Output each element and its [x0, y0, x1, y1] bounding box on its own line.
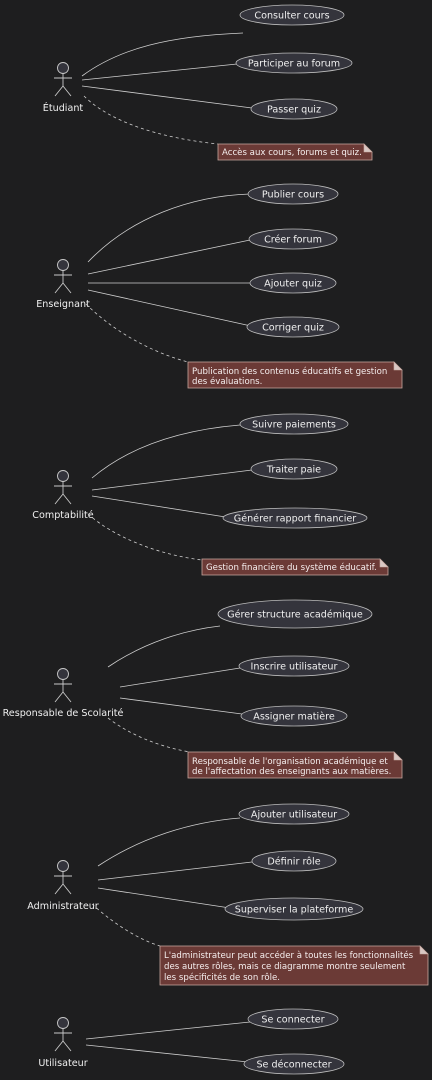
usecase-label: Ajouter quiz: [264, 279, 322, 290]
actor-group-etudiant: Étudiant Consulter cours Participer au f…: [43, 4, 373, 161]
association-line: [85, 1021, 251, 1040]
usecase: Assigner matière: [240, 705, 348, 727]
usecase: Passer quiz: [250, 98, 338, 120]
note: Responsable de l'organisation académique…: [187, 751, 403, 779]
note-text-line: Accès aux cours, forums et quiz.: [222, 147, 362, 158]
usecase: Consulter cours: [239, 4, 345, 26]
usecase-label: Corriger quiz: [262, 323, 324, 334]
note-text-line: les spécificités de son rôle.: [164, 972, 280, 983]
usecase: Traiter paie: [250, 458, 338, 480]
usecase-label: Générer rapport financier: [234, 513, 357, 525]
usecase-label: Se déconnecter: [256, 1059, 331, 1071]
usecase: Définir rôle: [251, 850, 337, 872]
actor-group-administrateur: Administrateur Ajouter utilisateur Défin…: [27, 803, 429, 986]
note: Publication des contenus éducatifs et ge…: [187, 361, 403, 389]
usecase-label: Inscrire utilisateur: [251, 662, 338, 673]
actor-label: Comptabilité: [32, 509, 93, 521]
association-line: [97, 817, 241, 867]
note: L'administrateur peut accéder à toutes l…: [159, 945, 429, 986]
usecase: Publier cours: [247, 183, 339, 205]
usecase-label: Participer au forum: [248, 59, 340, 70]
association-line: [91, 424, 241, 479]
actor-group-enseignant: Enseignant Publier cours Créer forum Ajo…: [36, 183, 403, 389]
actor-group-utilisateur: Utilisateur Se connecter Se déconnecter: [38, 1008, 345, 1075]
actor-label: Étudiant: [43, 101, 84, 114]
actor-group-responsable-scolarite: Responsable de Scolarité Gérer structure…: [3, 599, 403, 779]
association-line: [91, 469, 253, 491]
association-line: [81, 85, 253, 109]
actor-label: Administrateur: [27, 901, 99, 912]
usecase: Inscrire utilisateur: [238, 655, 350, 677]
usecase-label: Publier cours: [262, 190, 324, 201]
usecase-label: Superviser la plateforme: [235, 905, 354, 916]
usecase-label: Définir rôle: [267, 856, 320, 868]
actor-label: Utilisateur: [38, 1058, 87, 1069]
usecase: Participer au forum: [235, 52, 353, 74]
actor-label: Responsable de Scolarité: [3, 707, 124, 719]
usecase: Gérer structure académique: [217, 599, 373, 629]
actor-icon: [54, 470, 72, 505]
association-line: [87, 289, 252, 327]
usecase: Générer rapport financier: [222, 507, 368, 529]
usecase-label: Assigner matière: [253, 711, 335, 723]
note-text-line: Responsable de l'organisation académique…: [192, 756, 388, 767]
usecase: Créer forum: [248, 228, 338, 250]
association-line: [81, 63, 238, 81]
association-line: [81, 32, 244, 77]
note-connector: [87, 513, 203, 561]
association-line: [91, 495, 233, 519]
note: Gestion financière du système éducatif.: [201, 558, 389, 576]
usecase-label: Se connecter: [261, 1015, 324, 1026]
association-line: [97, 861, 253, 881]
usecase: Ajouter utilisateur: [238, 803, 350, 825]
note-text-line: des autres rôles, mais ce diagramme mont…: [164, 961, 406, 972]
usecase-label: Traiter paie: [266, 465, 321, 476]
usecase-label: Passer quiz: [267, 105, 321, 116]
note-text-line: Gestion financière du système éducatif.: [206, 562, 377, 573]
note-connector: [83, 95, 219, 145]
actor-icon: [54, 1017, 72, 1052]
note-connector: [91, 903, 161, 947]
actor-group-comptabilite: Comptabilité Suivre paiements Traiter pa…: [32, 413, 389, 576]
note-connector: [107, 717, 191, 753]
usecase: Suivre paiements: [239, 413, 349, 435]
note-connector: [85, 303, 189, 363]
association-line: [87, 239, 251, 275]
note: Accès aux cours, forums et quiz.: [217, 143, 373, 161]
usecase-label: Créer forum: [264, 234, 322, 246]
association-line: [85, 1044, 249, 1063]
usecase: Se connecter: [247, 1008, 339, 1030]
actor-icon: [54, 860, 72, 895]
note-text-line: de l'affectation des enseignants aux mat…: [192, 766, 391, 777]
association-line: [119, 697, 243, 715]
usecase-label: Gérer structure académique: [227, 609, 363, 621]
actor-label: Enseignant: [36, 299, 90, 310]
actor-icon: [54, 259, 72, 294]
actor-icon: [54, 62, 72, 97]
usecase: Superviser la plateforme: [224, 897, 364, 921]
association-line: [97, 887, 231, 909]
actor-icon: [54, 668, 72, 703]
association-line: [87, 193, 251, 263]
usecase-label: Suivre paiements: [252, 420, 336, 431]
usecase-label: Ajouter utilisateur: [251, 810, 337, 821]
usecase: Se déconnecter: [243, 1053, 345, 1075]
usecase: Ajouter quiz: [249, 272, 337, 294]
note-text-line: L'administrateur peut accéder à toutes l…: [164, 950, 414, 961]
usecase-label: Consulter cours: [254, 11, 329, 22]
usecase: Corriger quiz: [246, 316, 340, 338]
note-text-line: Publication des contenus éducatifs et ge…: [192, 366, 387, 377]
association-line: [107, 625, 221, 668]
association-line: [119, 667, 241, 688]
note-text-line: des évaluations.: [192, 376, 262, 387]
